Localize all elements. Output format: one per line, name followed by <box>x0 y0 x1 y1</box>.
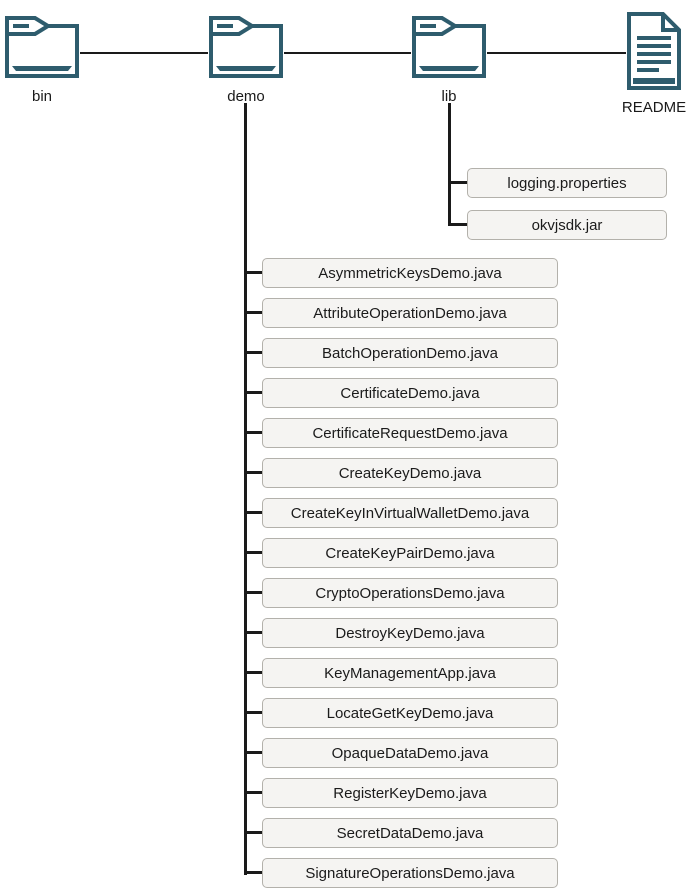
file-box: AsymmetricKeysDemo.java <box>262 258 558 288</box>
file-box: BatchOperationDemo.java <box>262 338 558 368</box>
connector-stub <box>244 751 262 754</box>
tree-node-bin: bin <box>2 16 82 105</box>
tree-node-file: logging.properties <box>449 168 667 198</box>
file-box: CryptoOperationsDemo.java <box>262 578 558 608</box>
folder-icon <box>208 16 284 84</box>
lib-branch-trunk <box>448 103 451 226</box>
lib-children-list: logging.properties okvjsdk.jar <box>449 168 667 252</box>
folder-icon <box>4 16 80 84</box>
file-box: AttributeOperationDemo.java <box>262 298 558 328</box>
connector-demo-lib <box>284 52 411 54</box>
file-box: KeyManagementApp.java <box>262 658 558 688</box>
file-box: logging.properties <box>467 168 667 198</box>
folder-label-bin: bin <box>31 88 53 105</box>
tree-node-file: AttributeOperationDemo.java <box>244 298 558 328</box>
file-box: CertificateDemo.java <box>262 378 558 408</box>
connector-stub <box>244 471 262 474</box>
file-box: DestroyKeyDemo.java <box>262 618 558 648</box>
file-box: SignatureOperationsDemo.java <box>262 858 558 888</box>
tree-node-file: CreateKeyInVirtualWalletDemo.java <box>244 498 558 528</box>
file-box: OpaqueDataDemo.java <box>262 738 558 768</box>
connector-stub <box>449 181 467 184</box>
tree-node-file: AsymmetricKeysDemo.java <box>244 258 558 288</box>
connector-lib-readme <box>487 52 626 54</box>
tree-node-file: CertificateRequestDemo.java <box>244 418 558 448</box>
connector-stub <box>449 223 467 226</box>
tree-node-file: CryptoOperationsDemo.java <box>244 578 558 608</box>
tree-node-lib: lib <box>409 16 489 105</box>
connector-stub <box>244 311 262 314</box>
connector-stub <box>244 791 262 794</box>
tree-node-file: SignatureOperationsDemo.java <box>244 858 558 888</box>
demo-children-list: AsymmetricKeysDemo.java AttributeOperati… <box>244 258 558 888</box>
tree-node-file: LocateGetKeyDemo.java <box>244 698 558 728</box>
connector-stub <box>244 391 262 394</box>
file-box: CreateKeyInVirtualWalletDemo.java <box>262 498 558 528</box>
file-box: SecretDataDemo.java <box>262 818 558 848</box>
connector-stub <box>244 591 262 594</box>
document-icon <box>626 12 682 95</box>
connector-stub <box>244 271 262 274</box>
file-label-readme: README <box>621 99 687 116</box>
tree-node-file: BatchOperationDemo.java <box>244 338 558 368</box>
file-box: CreateKeyPairDemo.java <box>262 538 558 568</box>
demo-branch-trunk <box>244 103 247 875</box>
connector-stub <box>244 431 262 434</box>
folder-label-lib: lib <box>441 88 457 105</box>
connector-stub <box>244 511 262 514</box>
tree-node-demo: demo <box>206 16 286 105</box>
connector-stub <box>244 351 262 354</box>
tree-node-file: CertificateDemo.java <box>244 378 558 408</box>
connector-stub <box>244 551 262 554</box>
connector-bin-demo <box>80 52 208 54</box>
connector-stub <box>244 631 262 634</box>
tree-node-file: CreateKeyDemo.java <box>244 458 558 488</box>
tree-node-file: KeyManagementApp.java <box>244 658 558 688</box>
tree-node-file: SecretDataDemo.java <box>244 818 558 848</box>
tree-node-file: RegisterKeyDemo.java <box>244 778 558 808</box>
file-box: RegisterKeyDemo.java <box>262 778 558 808</box>
tree-node-file: CreateKeyPairDemo.java <box>244 538 558 568</box>
file-box: CreateKeyDemo.java <box>262 458 558 488</box>
connector-stub <box>244 831 262 834</box>
tree-node-file: OpaqueDataDemo.java <box>244 738 558 768</box>
tree-node-file: okvjsdk.jar <box>449 210 667 240</box>
file-box: LocateGetKeyDemo.java <box>262 698 558 728</box>
connector-stub <box>244 671 262 674</box>
file-box: okvjsdk.jar <box>467 210 667 240</box>
tree-node-file: DestroyKeyDemo.java <box>244 618 558 648</box>
connector-stub <box>244 711 262 714</box>
tree-node-readme: README <box>614 12 694 116</box>
connector-stub <box>244 871 262 874</box>
folder-label-demo: demo <box>227 88 265 105</box>
folder-icon <box>411 16 487 84</box>
file-box: CertificateRequestDemo.java <box>262 418 558 448</box>
